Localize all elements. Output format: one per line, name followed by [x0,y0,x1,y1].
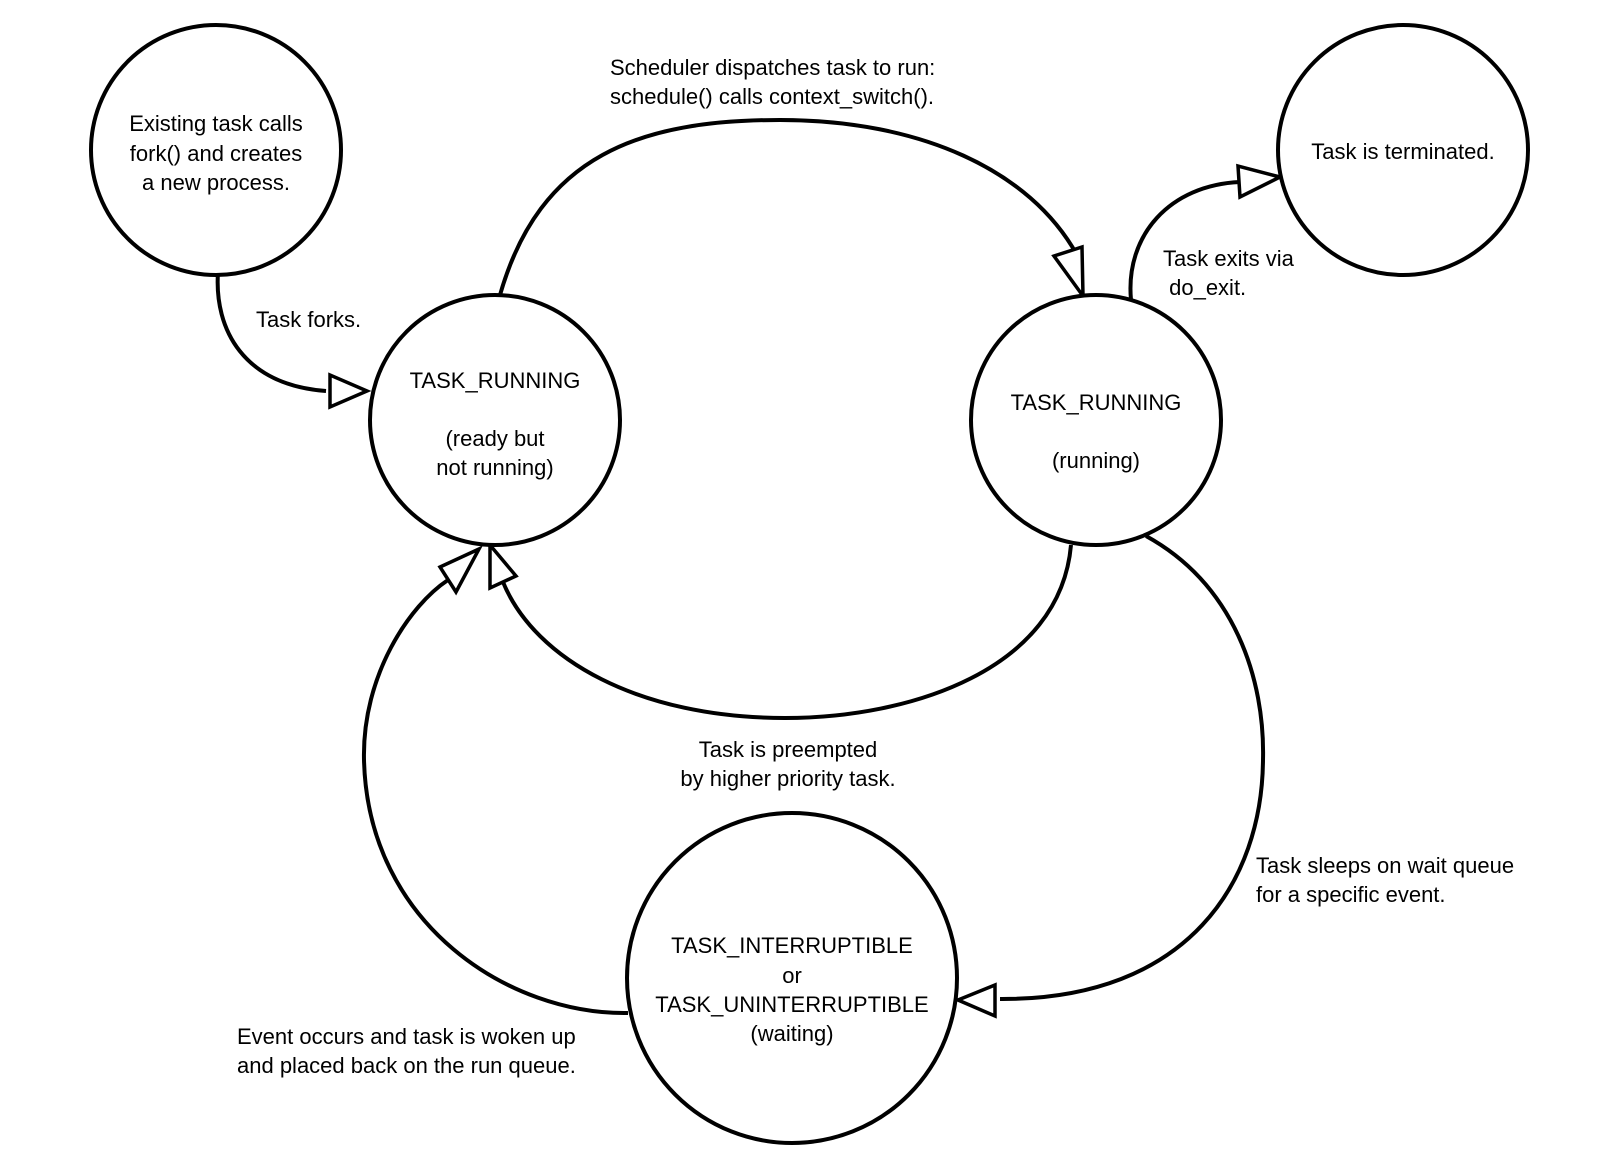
node-label-line: Task is terminated. [1311,139,1494,164]
edge-label-line: Task exits via [1163,246,1295,271]
node-label-line: (waiting) [750,1021,833,1046]
edge-label-task-forks: Task forks. [256,307,361,332]
edge-label-line: Event occurs and task is woken up [237,1024,576,1049]
edge-label-line: and placed back on the run queue. [237,1053,576,1078]
arrowhead [1236,163,1285,200]
edge-label-woken: Event occurs and task is woken up and pl… [237,1024,576,1078]
edge-label-preempted: Task is preempted by higher priority tas… [680,737,895,791]
edge-label-dispatch: Scheduler dispatches task to run: schedu… [610,55,935,109]
node-label-line: fork() and creates [130,141,302,166]
node-label-line: (ready but [445,426,544,451]
node-label-line: (running) [1052,448,1140,473]
edge-label-line: Task forks. [256,307,361,332]
node-fork-origin: Existing task calls fork() and creates a… [89,23,343,277]
edge-task-forks [215,271,372,410]
node-label-line: TASK_RUNNING [1011,390,1182,415]
edge-label-line: for a specific event. [1256,882,1446,907]
node-label-line: not running) [436,455,553,480]
node-label-line: TASK_INTERRUPTIBLE [671,933,913,958]
edge-label-sleeps: Task sleeps on wait queue for a specific… [1256,853,1514,907]
edge-label-line: Task is preempted [699,737,878,762]
node-running: TASK_RUNNING (running) [969,293,1223,547]
node-label-line: Existing task calls [129,111,303,136]
edge-label-exit: Task exits via do_exit. [1163,246,1295,300]
node-terminated: Task is terminated. [1276,23,1530,277]
arrowhead [953,982,997,1019]
edge-label-line: by higher priority task. [680,766,895,791]
edge-woken [361,545,629,1016]
arrowhead [328,372,372,410]
edge-exit [1128,163,1285,301]
arrowhead [1051,244,1085,302]
edge-label-line: do_exit. [1163,275,1246,300]
edge-label-line: schedule() calls context_switch(). [610,84,934,109]
edge-dispatch [498,117,1085,302]
node-label-line: or [782,963,802,988]
edge-label-line: Scheduler dispatches task to run: [610,55,935,80]
node-label-line: TASK_UNINTERRUPTIBLE [655,992,928,1017]
edge-sleeps [953,534,1266,1019]
node-waiting: TASK_INTERRUPTIBLE or TASK_UNINTERRUPTIB… [625,811,959,1145]
edge-preempted [488,540,1073,721]
node-label-line: a new process. [142,170,290,195]
edge-label-line: Task sleeps on wait queue [1256,853,1514,878]
arrowhead [437,545,484,596]
node-label-line: TASK_RUNNING [410,368,581,393]
arrowhead [488,540,519,591]
node-ready: TASK_RUNNING (ready but not running) [368,293,622,547]
